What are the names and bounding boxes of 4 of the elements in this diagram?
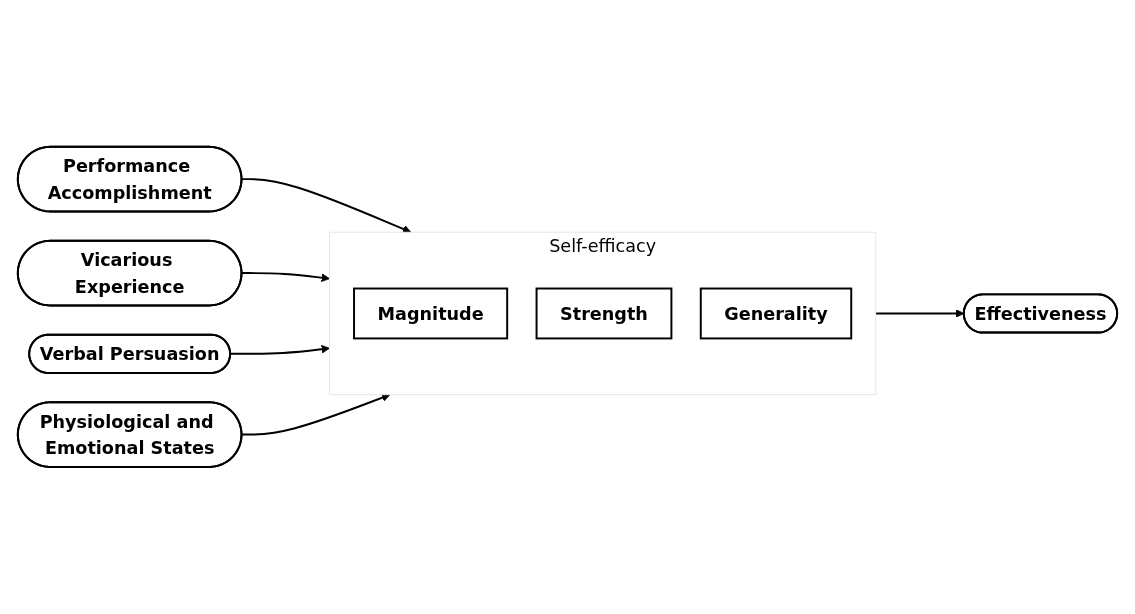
node-box: Generality [699,287,853,340]
arrow [874,309,965,318]
node-box: Strength [535,287,673,340]
node-box: Magnitude [353,287,509,340]
